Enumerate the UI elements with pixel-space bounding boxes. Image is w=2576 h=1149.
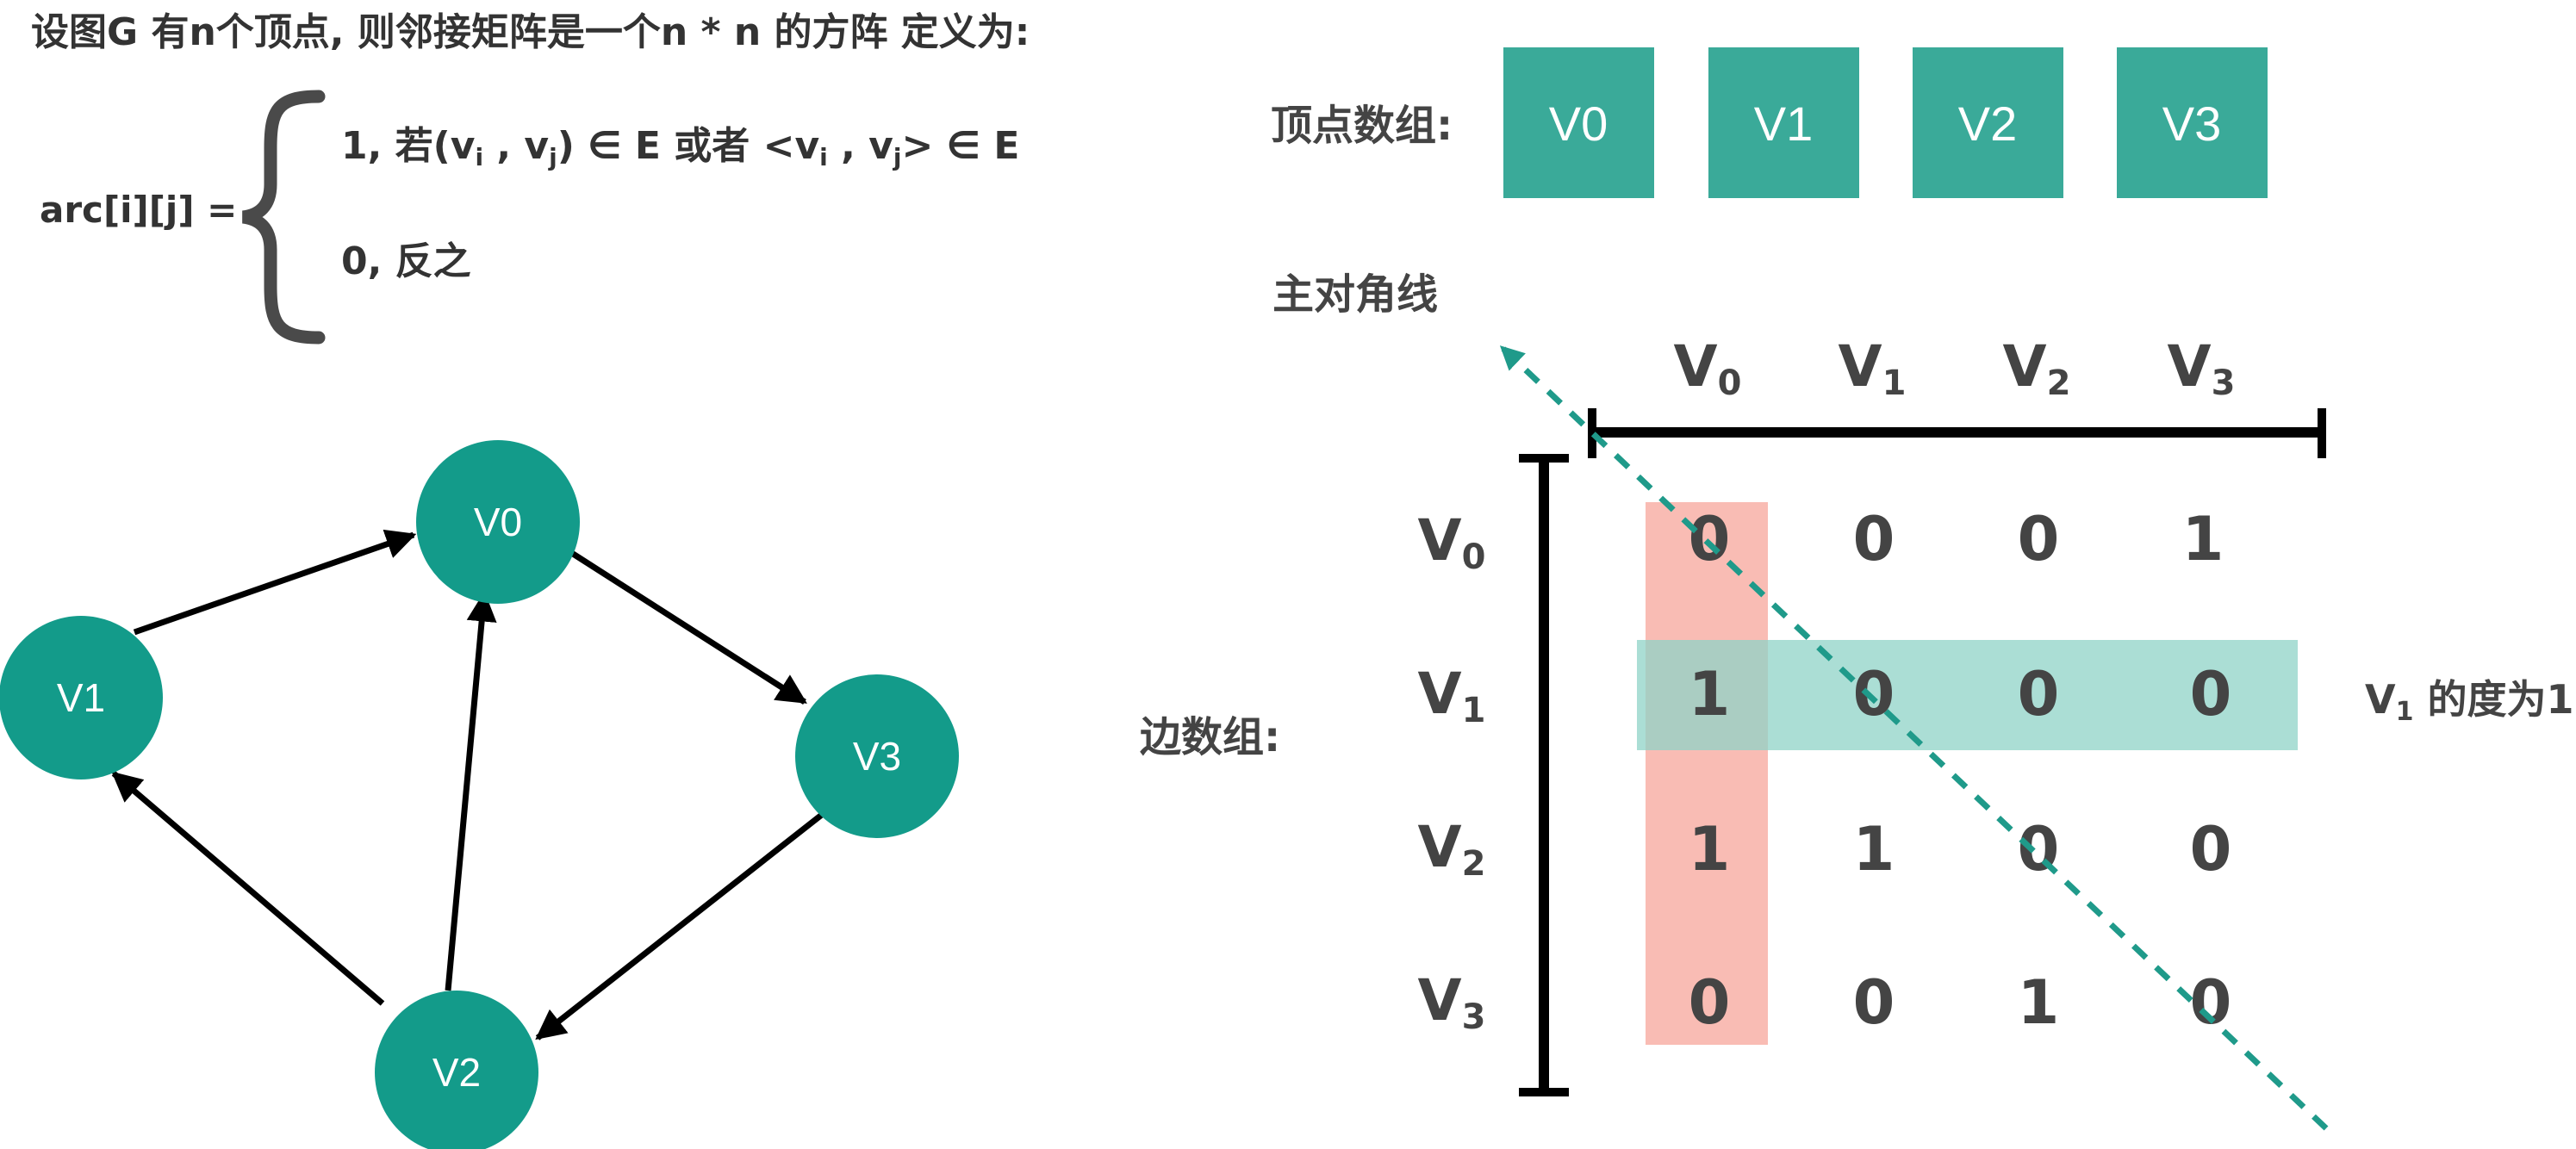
vertex-array-box-v2 xyxy=(1913,47,2063,198)
matrix-cell: 1 xyxy=(1689,814,1731,885)
col-header-v2: V2 xyxy=(2003,333,2071,403)
matrix-cell: 0 xyxy=(2190,967,2232,1038)
matrix-cell: 0 xyxy=(1853,659,1895,730)
graph-node-v1-label: V1 xyxy=(57,675,105,720)
matrix-cell: 1 xyxy=(1853,814,1895,885)
graph-nodes: V0 V1 V2 V3 xyxy=(0,440,959,1149)
matrix-row-headers: V0 V1 V2 V3 xyxy=(1418,507,1486,1037)
vertex-array: 顶点数组: V0 V1 V2 V3 xyxy=(1271,47,2268,198)
vertex-array-label: 顶点数组: xyxy=(1271,102,1453,150)
vertex-array-text-v2: V2 xyxy=(1958,96,2018,151)
definition-block: 设图G 有n个顶点, 则邻接矩阵是一个n * n 的方阵 定义为: arc[i]… xyxy=(31,10,1030,345)
adjacency-matrix: V0 V1 V2 V3 V0 V1 V2 V3 0 0 0 1 1 0 0 0 … xyxy=(1418,333,2329,1131)
matrix-cell: 1 xyxy=(2182,504,2224,574)
graph-edges xyxy=(111,529,825,1040)
col-header-v1: V1 xyxy=(1839,333,1907,403)
definition-case-2: 0, 反之 xyxy=(341,239,471,283)
vertex-array-item-v0: V0 xyxy=(1503,47,1654,198)
col-header-v3: V3 xyxy=(2168,333,2236,403)
graph-node-v3: V3 xyxy=(795,674,959,838)
matrix-cell: 0 xyxy=(2190,659,2232,730)
definition-lhs: arc[i][j] = xyxy=(40,189,237,231)
vertex-array-text-v0: V0 xyxy=(1549,96,1608,151)
vertex-array-box-v1 xyxy=(1708,47,1859,198)
graph-node-v3-circle xyxy=(795,674,959,838)
matrix-cells: 0 0 0 1 1 0 0 0 1 1 0 0 0 0 1 0 xyxy=(1689,504,2232,1038)
matrix-left-bracket xyxy=(1519,454,1569,1096)
v1-degree-note: V1 的度为1 xyxy=(2365,676,2574,727)
matrix-top-bracket xyxy=(1588,408,2326,458)
matrix-cell: 0 xyxy=(1689,967,1731,1038)
edge-v3-v2 xyxy=(535,811,825,1040)
definition-case-1: 1, 若(vi , vj) ∈ E 或者 <vi , vj> ∈ E xyxy=(341,124,1019,171)
graph-node-v0-circle xyxy=(416,440,580,604)
matrix-cell: 1 xyxy=(1689,659,1731,730)
matrix-cell: 0 xyxy=(1853,967,1895,1038)
row-header-v0: V0 xyxy=(1418,507,1486,577)
graph-node-v0: V0 xyxy=(416,440,580,604)
graph-node-v3-label: V3 xyxy=(853,734,901,779)
column-highlight-v0 xyxy=(1646,502,1768,1045)
matrix-cell: 0 xyxy=(2018,504,2060,574)
matrix-cell: 0 xyxy=(2018,814,2060,885)
graph-node-v0-label: V0 xyxy=(474,500,522,544)
definition-intro: 设图G 有n个顶点, 则邻接矩阵是一个n * n 的方阵 定义为: xyxy=(31,10,1030,54)
row-highlight-v1 xyxy=(1637,640,2298,750)
graph-node-v2: V2 xyxy=(375,991,538,1149)
vertex-array-item-v2: V2 xyxy=(1913,47,2063,198)
vertex-array-item-v1: V1 xyxy=(1708,47,1859,198)
edge-v2-v0 xyxy=(445,591,497,991)
vertex-array-item-v3: V3 xyxy=(2117,47,2268,198)
main-diagonal-arrow xyxy=(1499,345,2329,1131)
vertex-array-text-v1: V1 xyxy=(1754,96,1814,151)
vertex-array-box-v3 xyxy=(2117,47,2268,198)
col-header-v0: V0 xyxy=(1674,333,1742,403)
graph-node-v2-circle xyxy=(375,991,538,1149)
matrix-cell: 0 xyxy=(1689,504,1731,574)
row-header-v2: V2 xyxy=(1418,814,1486,884)
matrix-cell: 0 xyxy=(1853,504,1895,574)
graph-node-v1-circle xyxy=(0,616,163,779)
directed-graph: V0 V1 V2 V3 xyxy=(0,440,959,1149)
row-header-v3: V3 xyxy=(1418,967,1486,1037)
main-diagonal-label: 主对角线 xyxy=(1272,270,1438,319)
graph-node-v2-label: V2 xyxy=(432,1050,481,1095)
matrix-cell: 1 xyxy=(2018,967,2060,1038)
row-header-v1: V1 xyxy=(1418,661,1486,730)
matrix-cell: 0 xyxy=(2190,814,2232,885)
matrix-cell: 0 xyxy=(2018,659,2060,730)
edge-v0-v3 xyxy=(569,550,807,705)
matrix-column-headers: V0 V1 V2 V3 xyxy=(1674,333,2236,403)
curly-brace xyxy=(241,90,326,345)
edge-array-label: 边数组: xyxy=(1140,713,1280,761)
graph-node-v1: V1 xyxy=(0,616,163,779)
vertex-array-box-v0 xyxy=(1503,47,1654,198)
edge-v2-v1 xyxy=(111,771,385,1006)
edge-v1-v0 xyxy=(133,529,417,636)
vertex-array-text-v3: V3 xyxy=(2162,96,2222,151)
